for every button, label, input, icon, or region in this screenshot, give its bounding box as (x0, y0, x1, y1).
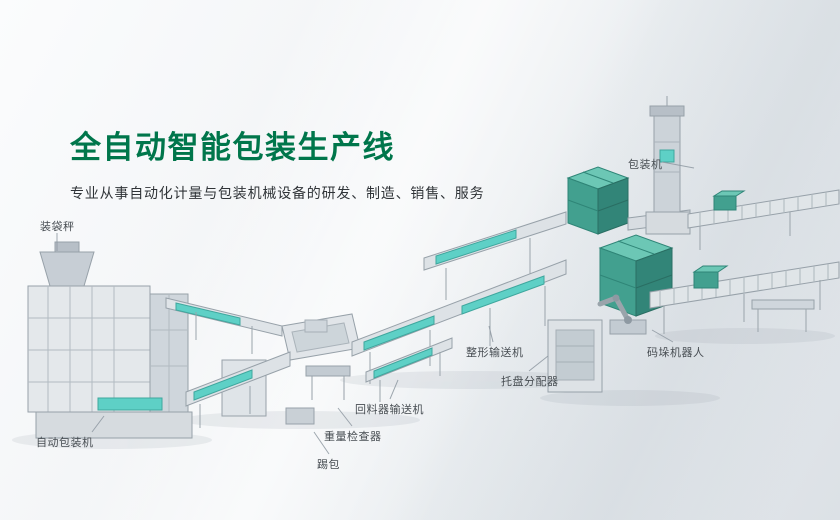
label-auto-packing-machine: 自动包装机 (36, 436, 94, 449)
label-pallet-dispenser: 托盘分配器 (501, 375, 559, 388)
palletizing-robot-graphic (597, 294, 647, 335)
label-kick-bag: 踢包 (317, 458, 340, 471)
package-stack-upper-graphic (566, 166, 630, 235)
return-conveyor-graphic (365, 337, 453, 402)
main-conveyor-graphic (185, 259, 567, 428)
weight-checker-graphic (305, 365, 351, 400)
curve-platform-graphic (281, 313, 361, 361)
upper-conveyor-graphic (423, 211, 567, 300)
pallet-dispenser-graphic (547, 319, 603, 393)
page-subtitle: 专业从事自动化计量与包装机械设备的研发、制造、销售、服务 (70, 186, 485, 202)
right-roller-conveyor-lower-graphic (649, 261, 840, 334)
label-shaping-conveyor: 整形输送机 (466, 346, 524, 359)
kick-device-graphic (285, 407, 315, 425)
page-title: 全自动智能包装生产线 (70, 130, 395, 166)
packing-tower-graphic (645, 96, 691, 235)
ground-shadows (12, 328, 835, 449)
label-palletizing-robot: 码垛机器人 (647, 346, 705, 359)
bagging-machine-graphic (27, 241, 193, 439)
feed-conveyor-graphic (165, 297, 283, 354)
label-return-feeder-conveyor: 回料器输送机 (355, 403, 424, 416)
label-weight-checker: 重量检查器 (324, 430, 382, 443)
label-bagging-scale: 装袋秤 (40, 220, 75, 233)
label-packing-machine: 包装机 (628, 158, 663, 171)
side-bench-graphic (751, 299, 815, 332)
right-roller-conveyor-upper-graphic (687, 189, 840, 250)
label-leader-lines (56, 161, 695, 455)
